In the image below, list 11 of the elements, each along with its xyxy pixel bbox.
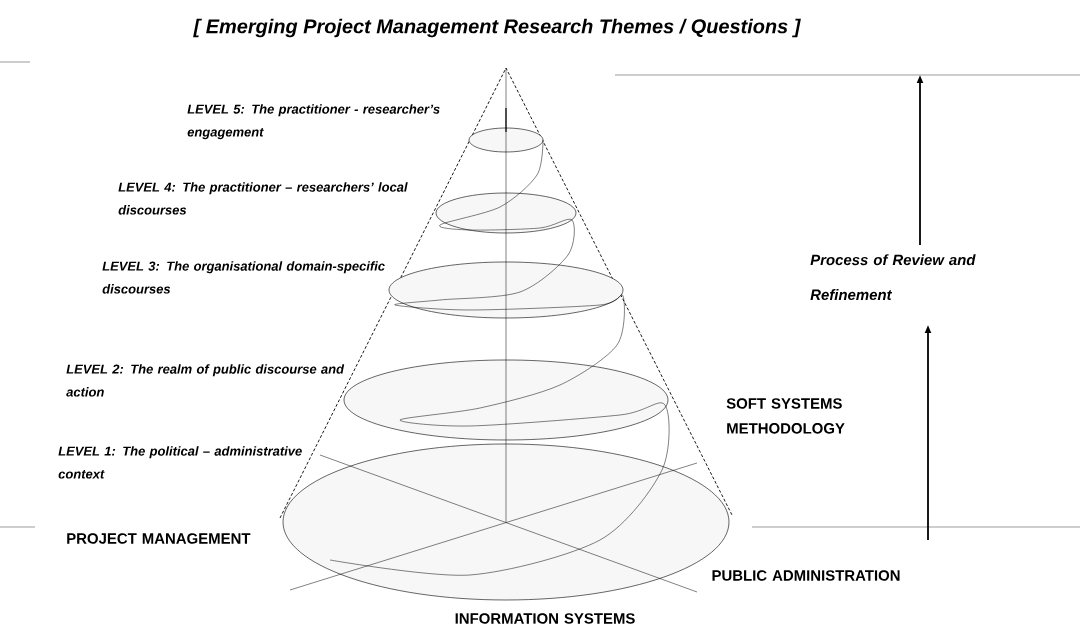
level-label: LEVEL 1: The political – administrative context — [58, 446, 302, 479]
discipline-label: INFORMATION SYSTEMS — [455, 613, 635, 624]
level-label: LEVEL 3: The organisational domain-specific discourses — [102, 261, 385, 294]
level-label: LEVEL 2: The realm of public discourse and action — [66, 364, 345, 397]
process-label: Process of Review and Refinement — [810, 254, 976, 301]
discipline-label: PROJECT MANAGEMENT — [67, 533, 251, 544]
discipline-label: PUBLIC ADMINISTRATION — [712, 570, 900, 581]
level-label: LEVEL 5: The practitioner - researcher’s engagement — [187, 104, 440, 140]
method-label: SOFT SYSTEMS METHODOLOGY — [726, 398, 845, 434]
title: [ Emerging Project Management Research Themes / Questions ] — [193, 18, 801, 38]
level-label: LEVEL 4: The practitioner – researchers’ local discourses — [118, 182, 408, 215]
